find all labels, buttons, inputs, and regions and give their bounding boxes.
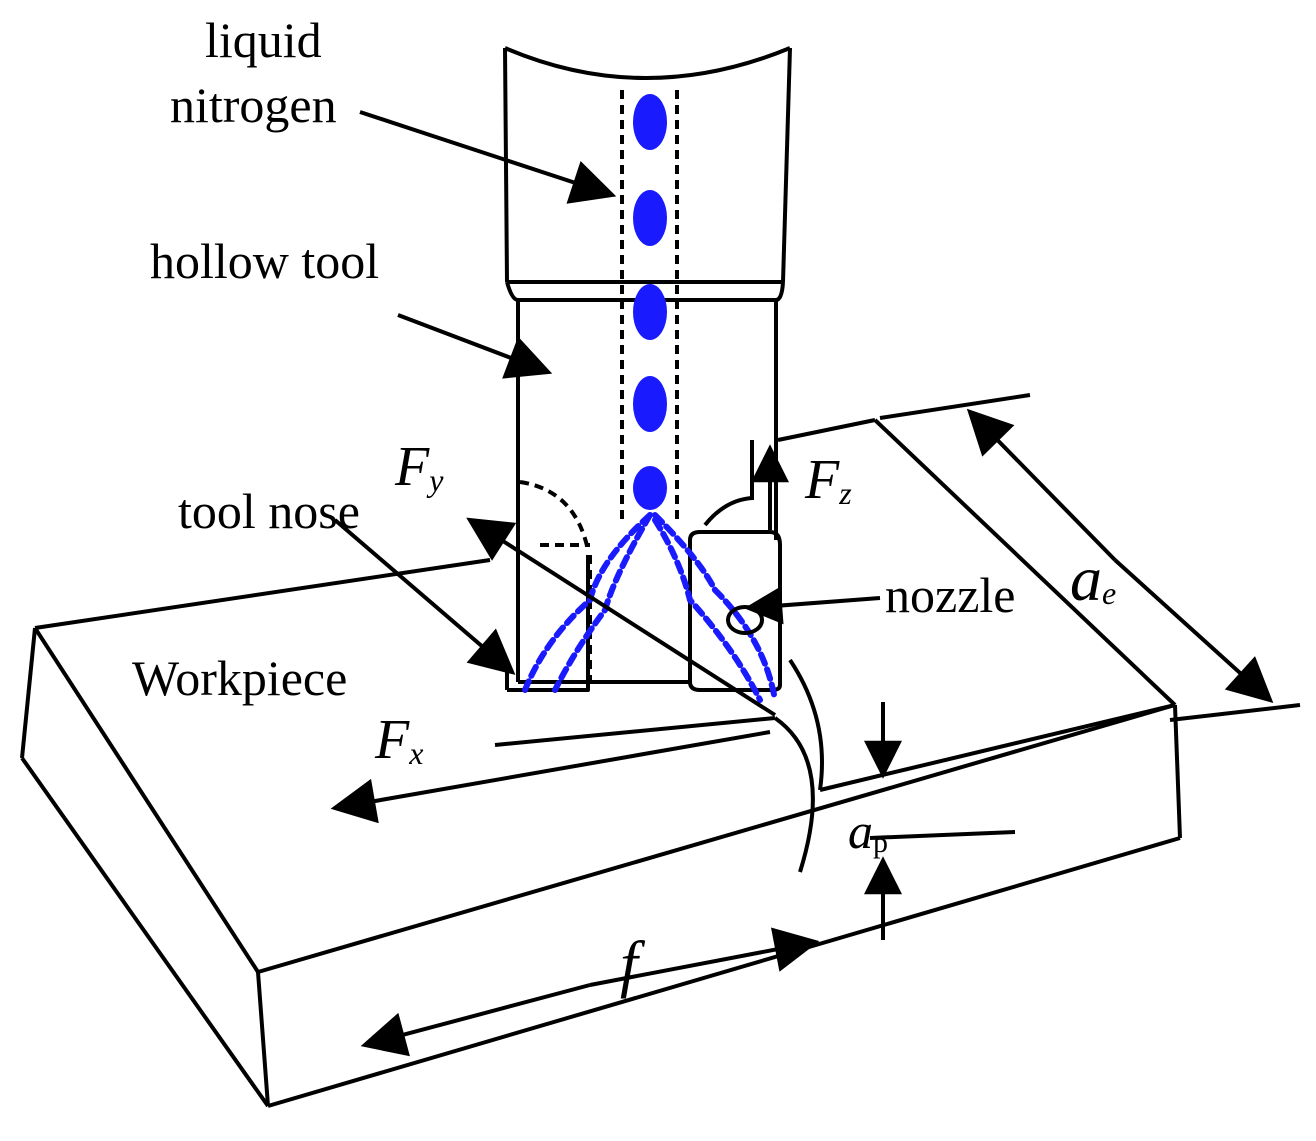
symbol-ap: ap [848,803,888,859]
label-liquid: liquid [205,12,322,68]
fx-sub: x [408,735,423,771]
ae-arrow-up [966,408,1117,562]
shank-top-arc [504,46,791,80]
coolant-channel [519,90,679,685]
workpiece-top-back-edge [34,558,491,630]
cut-wall-curve-2 [788,658,824,791]
step-top-back-edge [777,418,876,442]
symbol-ae: ae [1070,543,1116,614]
fy-arrow [466,517,777,717]
ae-dimension [879,393,1301,722]
label-hollow-tool: hollow tool [150,233,379,289]
feed-dimension [360,927,820,1057]
ap-main: a [848,803,873,859]
shank-left-edge [503,47,509,283]
cut-wall-curve [773,716,815,873]
hollow-tool-leader [397,313,553,379]
label-nozzle: nozzle [885,567,1015,623]
fz-force [750,440,789,530]
tool-nose-leader [333,518,516,675]
nitrogen-leader [359,110,617,204]
spray-right-inner [652,517,763,703]
label-nitrogen: nitrogen [170,77,337,133]
workpiece-left-bottom [20,756,270,1108]
symbol-fz: Fz [804,449,852,511]
right-insert [688,530,782,692]
ae-extension-top [879,393,1031,420]
shank-right-edge [781,47,792,283]
fx-arrow [330,730,771,824]
workpiece-front-top-edge [257,703,1176,974]
spray-right-outer [652,512,778,703]
workpiece-left-vertical [20,627,37,759]
feed-arrow-right [589,927,820,987]
label-workpiece: Workpiece [132,650,347,706]
ae-arrow-down [1113,558,1274,704]
fy-force [466,517,777,717]
feed-arrow-left [360,983,591,1057]
fz-sub: z [838,475,852,511]
nozzle-leader [744,586,881,625]
ae-main: a [1070,543,1102,614]
droplet [633,284,667,340]
fy-sub: y [426,462,444,498]
fy-main: F [394,436,430,498]
nose-arc [703,496,753,527]
symbol-fy: Fy [394,436,444,498]
fy-angle-arc [519,480,590,551]
workpiece-right-vertical [1173,704,1182,839]
fx-main: F [374,709,410,771]
workpiece-front-bottom [267,836,1181,1108]
workpiece-front-vertical [256,971,270,1107]
ap-extension-line [869,830,1016,840]
step-top-right-edge [873,418,1177,707]
label-tool-nose: tool nose [178,483,360,539]
step-edge-line [819,703,1176,792]
symbol-f: f [620,928,646,999]
coolant-spray [522,512,778,703]
droplet [633,466,667,510]
ap-dimension [864,702,1016,940]
fz-main: F [804,449,840,511]
label-leaders [333,110,881,675]
spray-left-outer [522,512,653,693]
ae-extension-bottom [1169,703,1301,722]
workpiece-top-left-edge [33,626,260,974]
fx-force [330,730,771,824]
droplet [633,190,667,246]
ae-sub: e [1102,575,1116,611]
droplet [633,376,667,432]
ap-sub: p [873,826,888,859]
symbol-fx: Fx [374,709,423,771]
nitrogen-droplets [633,94,667,510]
spray-left-inner [552,512,653,693]
machined-floor-edge [494,716,776,747]
droplet [633,94,667,150]
